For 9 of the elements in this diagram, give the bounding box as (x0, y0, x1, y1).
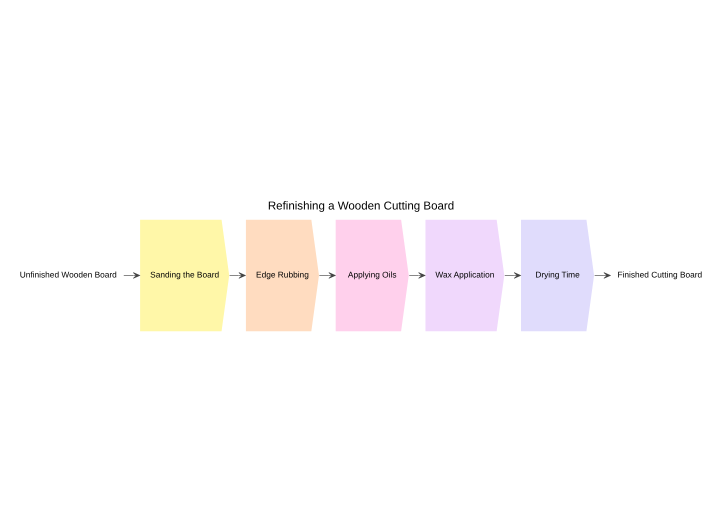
node-text: Finished Cutting Board (617, 269, 702, 280)
arrow (504, 272, 521, 278)
arrow (408, 272, 426, 278)
arrow (123, 272, 140, 278)
arrow (319, 272, 336, 278)
diagram-title: Refinishing a Wooden Cutting Board (268, 200, 454, 212)
node-text: Unfinished Wooden Board (20, 269, 117, 280)
arrow (229, 272, 246, 278)
arrow (594, 272, 611, 278)
